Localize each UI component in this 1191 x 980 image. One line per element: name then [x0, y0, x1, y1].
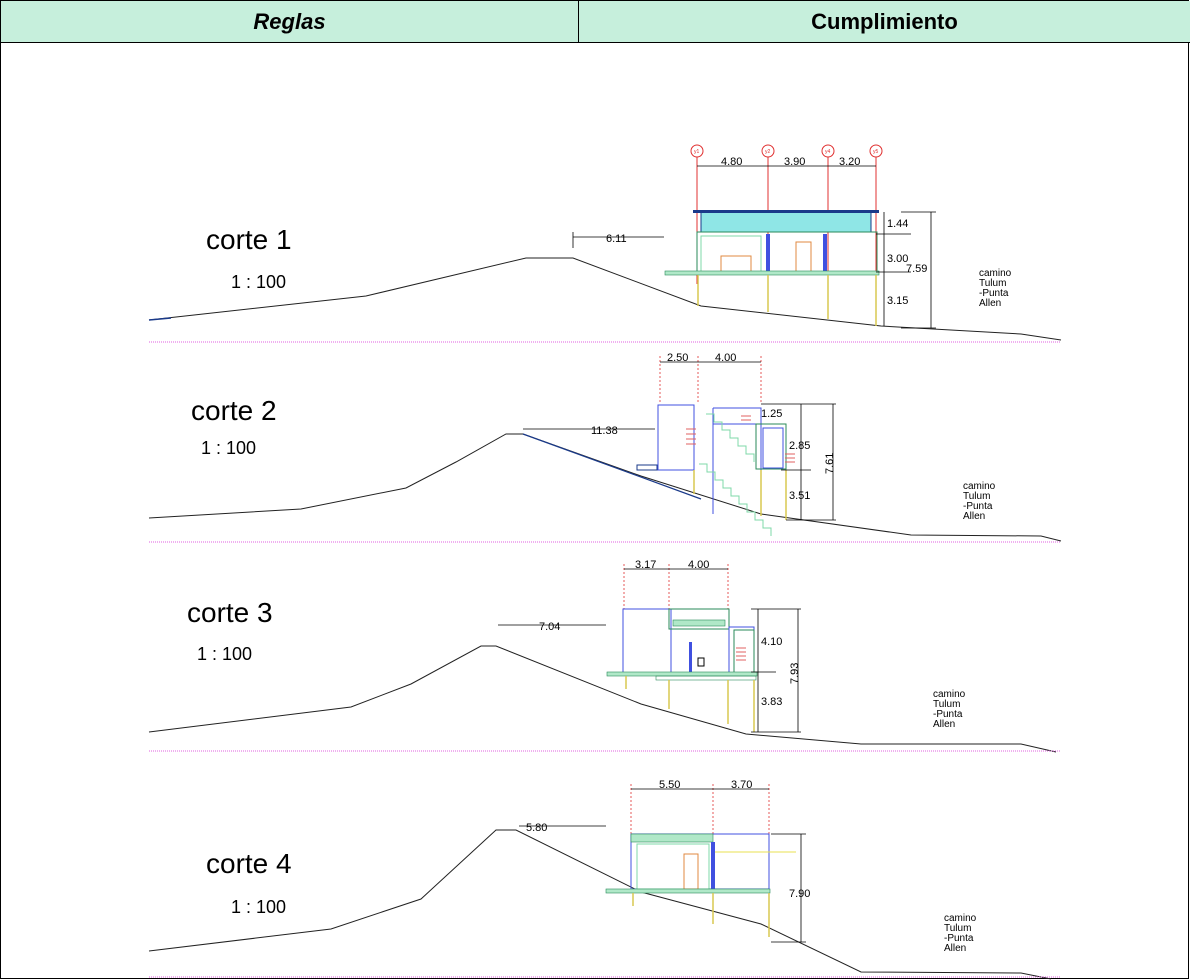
header-cumplimiento: Cumplimiento: [579, 1, 1190, 43]
section-4-building: [605, 833, 796, 937]
section-2-h2: 2.85: [789, 440, 810, 452]
section-4-terrain: [148, 829, 1052, 980]
section-4: corte 4 1 : 100 5.80 5.50 3.70: [148, 779, 1061, 980]
section-3-building: [606, 608, 758, 732]
section-3: corte 3 1 : 100 7.04 3.17 4.00: [148, 559, 1061, 753]
svg-text:Tulum: Tulum: [933, 699, 960, 710]
section-1-h1: 1.44: [887, 218, 908, 230]
section-1-dim-a: 4.80: [721, 156, 742, 168]
svg-text:camino: camino: [979, 268, 1012, 279]
header-reglas: Reglas: [1, 1, 579, 43]
svg-text:camino: camino: [963, 481, 996, 492]
section-2-building: [636, 404, 795, 536]
section-2-total: 7.61: [824, 453, 836, 474]
svg-text:-Punta: -Punta: [979, 288, 1009, 299]
section-1-terrain: [148, 257, 1062, 341]
svg-text:Tulum: Tulum: [944, 923, 971, 934]
svg-text:Allen: Allen: [933, 719, 955, 730]
svg-text:Allen: Allen: [963, 511, 985, 522]
svg-text:Tulum: Tulum: [979, 278, 1006, 289]
section-2-road-label: camino Tulum -Punta Allen: [963, 481, 996, 522]
svg-text:-Punta: -Punta: [963, 501, 993, 512]
section-4-total: 7.90: [789, 888, 810, 900]
section-4-road-label: camino Tulum -Punta Allen: [944, 913, 977, 954]
axis-y1: y1: [694, 149, 700, 155]
svg-text:Allen: Allen: [979, 298, 1001, 309]
section-2-title: corte 2: [191, 395, 277, 426]
section-2-h1: 1.25: [761, 408, 782, 420]
section-2: corte 2 1 : 100 11.38 2.50 4.00: [148, 352, 1062, 543]
sections-drawing: corte 1 1 : 100 6.11 y1 y2 y4 y5 4.80 3.…: [148, 144, 1062, 980]
section-1-h3: 3.15: [887, 295, 908, 307]
section-1-setback: 6.11: [606, 233, 627, 245]
section-1-h2: 3.00: [887, 253, 908, 265]
section-4-scale: 1 : 100: [231, 897, 286, 917]
section-4-dim-b: 3.70: [731, 779, 752, 791]
section-4-setback: 5.80: [526, 822, 547, 834]
section-2-scale: 1 : 100: [201, 438, 256, 458]
section-3-h2: 3.83: [761, 696, 782, 708]
section-1-title: corte 1: [206, 224, 292, 255]
svg-text:Tulum: Tulum: [963, 491, 990, 502]
section-2-dim-b: 4.00: [715, 352, 736, 364]
table-header: Reglas Cumplimiento: [1, 1, 1190, 44]
section-2-setback: 11.38: [591, 425, 618, 437]
section-3-terrain: [148, 645, 1057, 753]
section-4-title: corte 4: [206, 848, 292, 879]
axis-y4: y4: [825, 149, 831, 155]
section-3-dim-a: 3.17: [635, 559, 656, 571]
section-1-scale: 1 : 100: [231, 272, 286, 292]
section-2-dim-a: 2.50: [667, 352, 688, 364]
svg-text:-Punta: -Punta: [933, 709, 963, 720]
section-1-road-label: camino Tulum -Punta Allen: [979, 268, 1012, 309]
section-1-total: 7.59: [906, 263, 927, 275]
section-2-h3: 3.51: [789, 490, 810, 502]
section-1: corte 1 1 : 100 6.11 y1 y2 y4 y5 4.80 3.…: [148, 144, 1062, 343]
svg-text:camino: camino: [944, 913, 977, 924]
section-3-total: 7.93: [789, 663, 801, 684]
section-3-road-label: camino Tulum -Punta Allen: [933, 689, 966, 730]
section-4-dim-a: 5.50: [659, 779, 680, 791]
svg-text:Allen: Allen: [944, 943, 966, 954]
section-3-h1: 4.10: [761, 636, 782, 648]
axis-y5: y5: [873, 149, 879, 155]
section-3-scale: 1 : 100: [197, 644, 252, 664]
section-3-title: corte 3: [187, 597, 273, 628]
section-2-terrain: [148, 433, 1062, 542]
axis-y2: y2: [765, 149, 771, 155]
section-1-building: [664, 210, 880, 326]
svg-text:camino: camino: [933, 689, 966, 700]
section-1-dim-c: 3.20: [839, 156, 860, 168]
svg-text:-Punta: -Punta: [944, 933, 974, 944]
section-3-dim-b: 4.00: [688, 559, 709, 571]
section-3-setback: 7.04: [539, 621, 560, 633]
section-1-dim-b: 3.90: [784, 156, 805, 168]
